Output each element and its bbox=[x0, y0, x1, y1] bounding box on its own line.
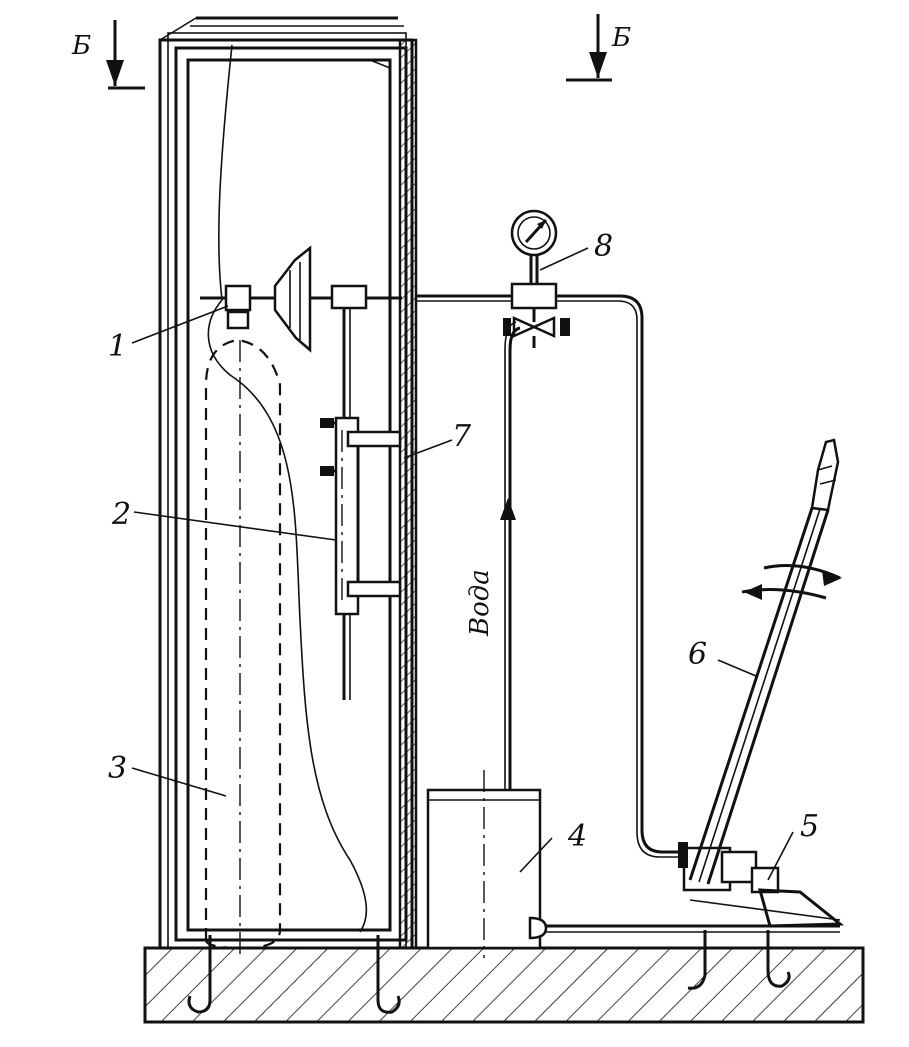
cylinder-valve bbox=[200, 284, 252, 330]
flowmeter bbox=[320, 308, 360, 700]
flow-label: Вода bbox=[465, 569, 495, 637]
leader-lines bbox=[131, 247, 794, 881]
water-tank bbox=[426, 770, 840, 958]
curtain-line bbox=[207, 44, 368, 933]
water-valve bbox=[503, 308, 570, 348]
gas-pipe bbox=[416, 282, 678, 858]
section-mark-left: Б bbox=[71, 20, 145, 90]
manometer bbox=[510, 209, 558, 284]
pressure-regulator bbox=[250, 245, 402, 353]
callout-1: 1 bbox=[108, 329, 127, 364]
callouts: 1 2 3 4 5 6 7 8 bbox=[108, 229, 819, 854]
section-mark-right: Б bbox=[566, 14, 631, 82]
water-line bbox=[500, 321, 521, 790]
callout-3: 3 bbox=[108, 751, 127, 786]
section-label-right: Б bbox=[611, 23, 631, 53]
gas-cylinder bbox=[204, 338, 282, 955]
callout-2: 2 bbox=[111, 497, 131, 532]
cabinet-frame bbox=[158, 16, 414, 950]
callout-4: 4 bbox=[567, 819, 587, 854]
floor-slab bbox=[143, 946, 865, 1024]
callout-6: 6 bbox=[688, 637, 707, 672]
welding-torch bbox=[688, 438, 842, 885]
callout-8: 8 bbox=[594, 229, 613, 264]
cabinet-wall bbox=[398, 38, 418, 950]
callout-5: 5 bbox=[800, 809, 819, 844]
floor-anchor-hooks bbox=[187, 930, 791, 1014]
foot-pedal-valve bbox=[678, 842, 845, 928]
callout-7: 7 bbox=[452, 419, 472, 454]
wall-bracket bbox=[346, 430, 402, 598]
section-label-left: Б bbox=[71, 31, 91, 61]
